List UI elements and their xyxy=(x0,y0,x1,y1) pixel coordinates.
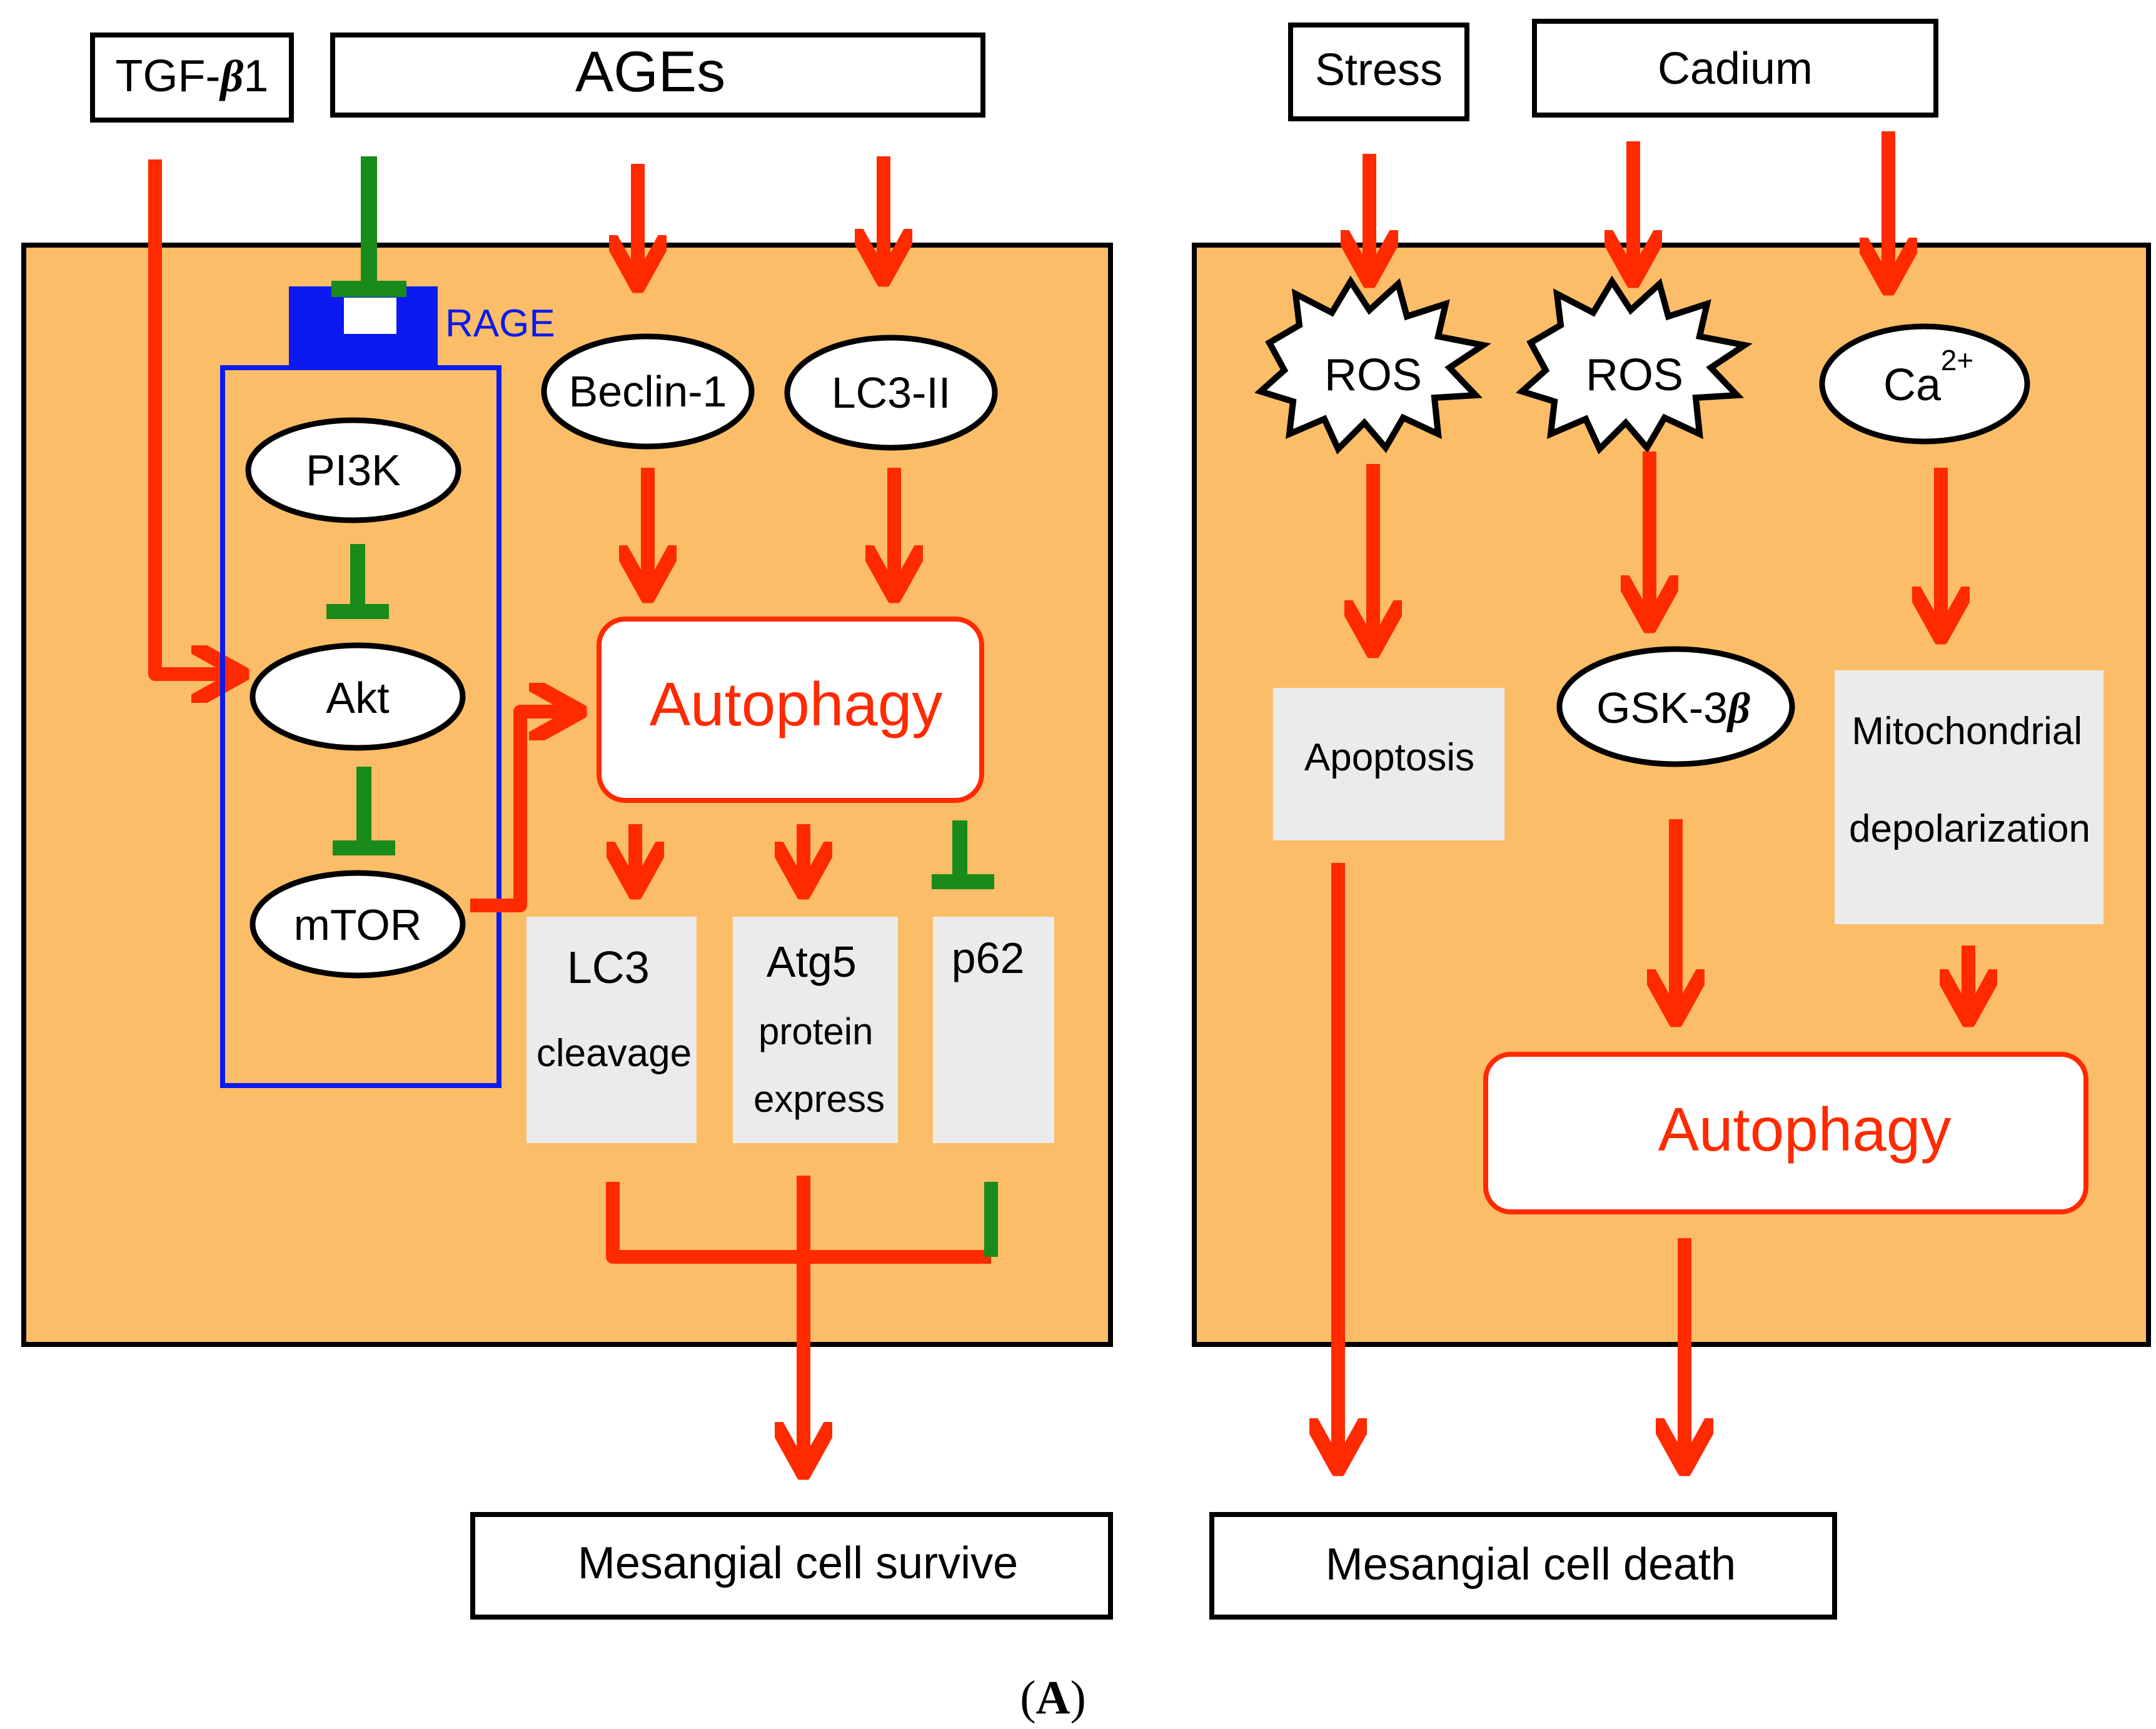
atg5-box xyxy=(733,917,898,1143)
lc3-cleavage-box xyxy=(526,917,697,1143)
ages-box xyxy=(330,33,985,118)
mtor-to-autophagy-arrow xyxy=(470,712,575,912)
beclin1-label: Beclin-1 xyxy=(569,367,727,416)
gsk3b-label: GSK-3β xyxy=(1596,683,1750,733)
tgf-beta1-label: TGF-β1 xyxy=(116,51,269,101)
p62-box xyxy=(933,917,1054,1143)
lc3-cleavage-label: LC3 cleavage xyxy=(536,943,692,1075)
pi3k-node xyxy=(245,417,461,523)
cadium-label: Cadium xyxy=(1658,44,1813,94)
mito-depolarization-label: Mitochondrial depolarization xyxy=(1849,710,2090,850)
p62-label: p62 xyxy=(952,934,1025,982)
akt-label: Akt xyxy=(326,673,389,722)
survive-outcome-label: Mesangial cell survive xyxy=(578,1538,1018,1588)
ros-star-2 xyxy=(1516,275,1753,455)
cadium-box xyxy=(1532,19,1938,118)
akt-node xyxy=(249,642,466,751)
lc3ii-node xyxy=(784,335,998,451)
ages-label: AGEs xyxy=(575,40,725,104)
lc3ii-label: LC3-II xyxy=(832,368,951,417)
stress-box xyxy=(1288,23,1469,121)
atg5-label: Atg5 protein express xyxy=(753,937,885,1120)
beclin1-node xyxy=(541,333,755,450)
panel-label: (A) xyxy=(1020,1671,1086,1724)
ca-superscript: 2+ xyxy=(1941,344,1973,376)
autophagy-label-right: Autophagy xyxy=(1658,1095,1952,1164)
ca-node xyxy=(1819,323,2030,445)
mtor-node xyxy=(249,870,466,979)
death-outcome-box xyxy=(1209,1512,1837,1620)
pi3k-label: PI3K xyxy=(306,446,401,495)
ros-star-1 xyxy=(1254,275,1491,455)
apoptosis-box xyxy=(1273,688,1504,840)
autophagy-box-right xyxy=(1483,1052,2088,1214)
autophagy-box-left xyxy=(597,617,984,803)
autophagy-label-left: Autophagy xyxy=(650,670,943,738)
tgf-to-akt-arrow xyxy=(148,159,238,674)
ros-label-1: ROS xyxy=(1324,350,1422,400)
ca-label: Ca xyxy=(1883,360,1942,410)
gsk3b-node xyxy=(1556,646,1795,767)
rage-label: RAGE xyxy=(445,302,555,345)
tgf-beta1-box xyxy=(90,33,294,123)
death-outcome-label: Mesangial cell death xyxy=(1326,1540,1736,1590)
signaling-column xyxy=(220,365,501,1088)
mtor-label: mTOR xyxy=(294,900,422,949)
rage-receptor-pocket xyxy=(344,298,396,334)
ros-label-2: ROS xyxy=(1586,350,1683,400)
stress-label: Stress xyxy=(1315,45,1443,95)
survive-outcome-box xyxy=(470,1512,1113,1620)
apoptosis-label: Apoptosis xyxy=(1304,736,1474,779)
mito-depolarization-box xyxy=(1835,670,2103,924)
survive-bracket-red xyxy=(606,1182,991,1264)
